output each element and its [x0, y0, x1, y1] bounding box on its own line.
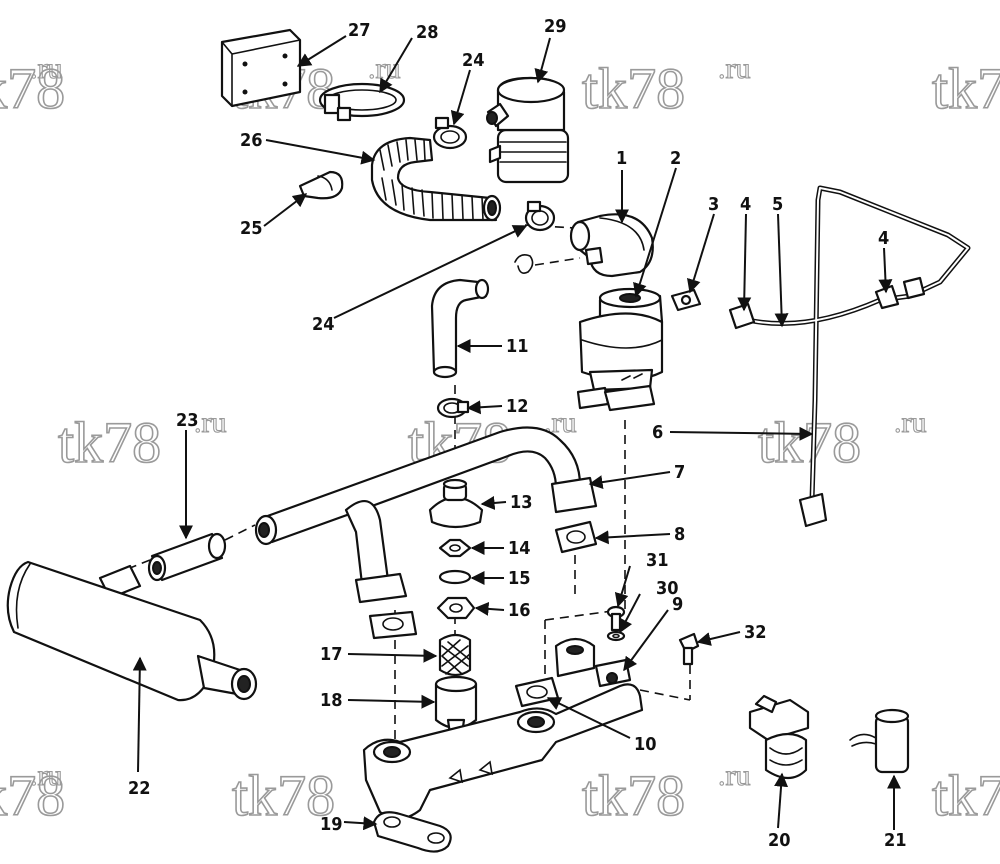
hose-clip-25 — [298, 170, 344, 200]
bolt-31 — [606, 605, 626, 642]
slotted-nut-16 — [436, 596, 476, 620]
fuel-line-5 — [728, 185, 971, 528]
callout-1: 1 — [616, 148, 627, 169]
fuel-filter-21 — [849, 708, 910, 774]
callout-4: 4 — [740, 194, 751, 215]
callout-25: 25 — [240, 218, 263, 239]
curved-hose-11 — [430, 278, 490, 379]
callout-2: 2 — [670, 148, 681, 169]
callout-17: 17 — [320, 644, 343, 665]
exhaust-pipe-7 — [254, 426, 598, 604]
clamp-12 — [436, 397, 470, 419]
callout-32: 32 — [744, 622, 767, 643]
oil-bath-housing-2 — [576, 287, 664, 412]
callout-24: 24 — [462, 50, 485, 71]
muffler-22 — [6, 560, 258, 702]
callout-26: 26 — [240, 130, 263, 151]
callout-4-right: 4 — [878, 228, 889, 249]
callout-13: 13 — [510, 492, 533, 513]
callout-9: 9 — [672, 594, 683, 615]
watermark: tk78 .ru — [581, 758, 751, 828]
fitting-3 — [670, 288, 702, 312]
watermark: tk78.ru — [0, 51, 66, 121]
callout-30: 30 — [656, 578, 679, 599]
svg-text:.ru: .ru — [718, 759, 751, 792]
svg-text:tk78: tk78 — [932, 763, 1000, 828]
watermark: tk78.ru — [0, 758, 66, 828]
svg-text:.ru: .ru — [368, 52, 401, 85]
watermark: tk78 .ru — [57, 405, 227, 475]
callout-3: 3 — [708, 194, 719, 215]
callout-labels: 27 28 29 24 26 25 24 1 2 3 4 5 4 11 12 6… — [128, 16, 907, 851]
callout-12: 12 — [506, 396, 529, 417]
callout-10: 10 — [634, 734, 657, 755]
elbow-fitting-1 — [569, 213, 654, 278]
bolt-32 — [678, 632, 700, 666]
watermark: tk78 — [931, 55, 1000, 122]
ring-15 — [438, 569, 472, 585]
svg-text:tk78: tk78 — [582, 763, 685, 828]
svg-text:tk78: tk78 — [932, 56, 1000, 121]
svg-text:.ru: .ru — [30, 52, 63, 85]
spring-clip — [514, 254, 534, 274]
screen-filter-17 — [438, 633, 472, 677]
callout-27: 27 — [348, 20, 371, 41]
callout-5: 5 — [772, 194, 783, 215]
svg-text:tk78: tk78 — [58, 410, 161, 475]
svg-text:tk78: tk78 — [582, 56, 685, 121]
callout-8: 8 — [674, 524, 685, 545]
callout-29: 29 — [544, 16, 567, 37]
watermark: tk78 .ru — [581, 51, 751, 121]
callout-14: 14 — [508, 538, 531, 559]
watermark: tk78 — [931, 762, 1000, 829]
svg-text:tk78: tk78 — [0, 763, 65, 828]
callout-21: 21 — [884, 830, 907, 851]
svg-text:tk78: tk78 — [0, 56, 65, 121]
callout-19: 19 — [320, 814, 343, 835]
air-filter-29 — [486, 76, 570, 184]
cap-13 — [428, 478, 484, 529]
svg-text:.ru: .ru — [194, 406, 227, 439]
gasket-plate-19 — [372, 811, 452, 853]
callout-20: 20 — [768, 830, 791, 851]
leader-lines — [132, 35, 901, 831]
callout-15: 15 — [508, 568, 531, 589]
callout-22: 22 — [128, 778, 151, 799]
corrugated-hose-26 — [370, 136, 502, 222]
callout-23: 23 — [176, 410, 199, 431]
svg-text:.ru: .ru — [894, 406, 927, 439]
fuel-pump-20 — [748, 694, 810, 780]
hose-clamp-24 — [432, 116, 468, 150]
svg-text:.ru: .ru — [30, 759, 63, 792]
svg-text:.ru: .ru — [718, 52, 751, 85]
callout-28: 28 — [416, 22, 439, 43]
mounting-bracket-27 — [220, 28, 302, 108]
svg-text:tk78: tk78 — [758, 410, 861, 475]
callout-18: 18 — [320, 690, 343, 711]
watermark: tk78 .ru — [757, 405, 927, 475]
pipe-23 — [147, 532, 227, 582]
hose-clamp-24-lower — [524, 200, 556, 232]
gasket-8 — [554, 520, 598, 554]
callout-6: 6 — [652, 422, 663, 443]
svg-text:tk78: tk78 — [232, 763, 335, 828]
callout-11: 11 — [506, 336, 529, 357]
callout-7: 7 — [674, 462, 685, 483]
callout-16: 16 — [508, 600, 531, 621]
callout-31: 31 — [646, 550, 669, 571]
gasket-flange — [368, 610, 418, 640]
star-washer-14 — [438, 538, 472, 558]
callout-24-lower: 24 — [312, 314, 335, 335]
